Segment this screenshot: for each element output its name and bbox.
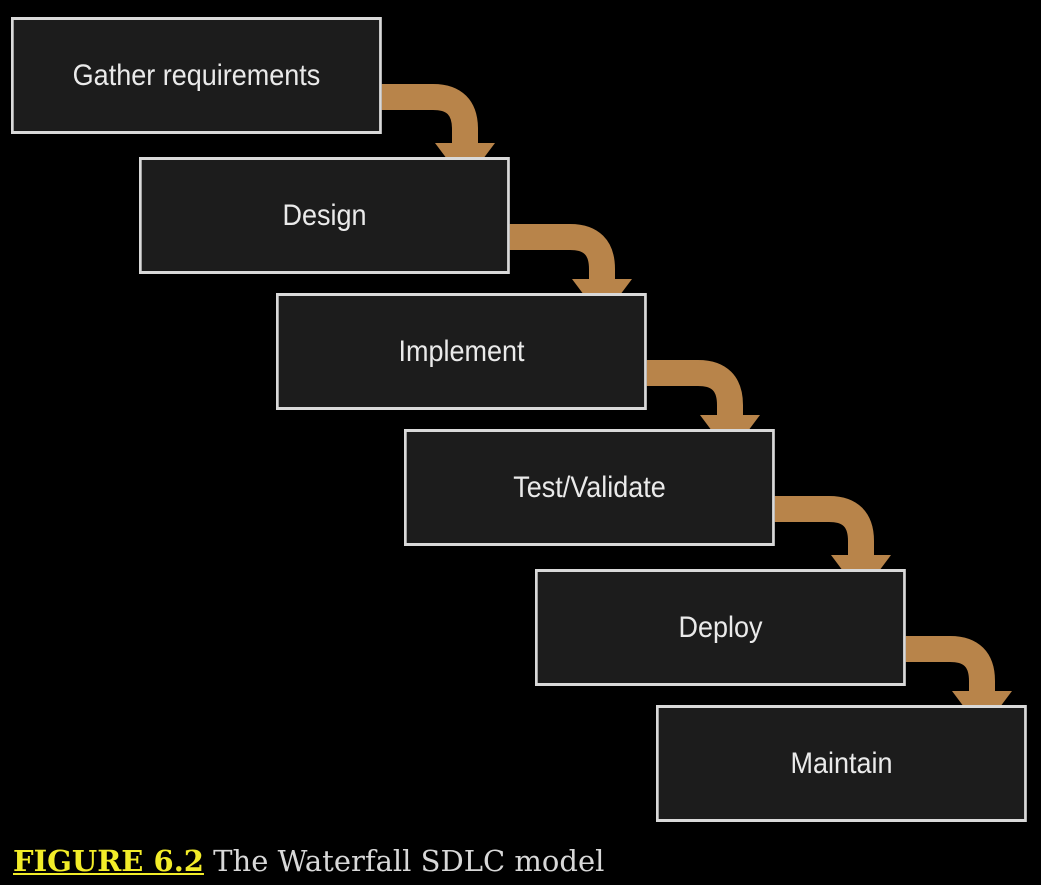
figure-caption: FIGURE 6.2 The Waterfall SDLC model	[13, 847, 604, 876]
stage-box-5: Deploy	[535, 569, 906, 686]
stage-box-1: Gather requirements	[11, 17, 382, 134]
stage-label: Deploy	[678, 610, 763, 644]
stage-label: Implement	[398, 334, 525, 368]
stage-label: Maintain	[790, 746, 893, 780]
flow-arrow-shaft	[645, 360, 743, 417]
stage-label: Test/Validate	[513, 470, 666, 504]
flow-arrow-shaft	[904, 636, 995, 693]
figure-ref-link[interactable]: FIGURE 6.2	[13, 844, 204, 878]
stage-box-6: Maintain	[656, 705, 1027, 822]
flow-arrow-shaft	[773, 496, 874, 557]
stage-label: Gather requirements	[72, 58, 321, 92]
stage-box-3: Implement	[276, 293, 647, 410]
stage-label: Design	[282, 198, 367, 232]
caption-text: The Waterfall SDLC model	[203, 844, 605, 878]
stage-box-4: Test/Validate	[404, 429, 775, 546]
stage-box-2: Design	[139, 157, 510, 274]
flow-arrow-shaft	[508, 224, 615, 281]
flow-arrow-shaft	[380, 84, 478, 145]
